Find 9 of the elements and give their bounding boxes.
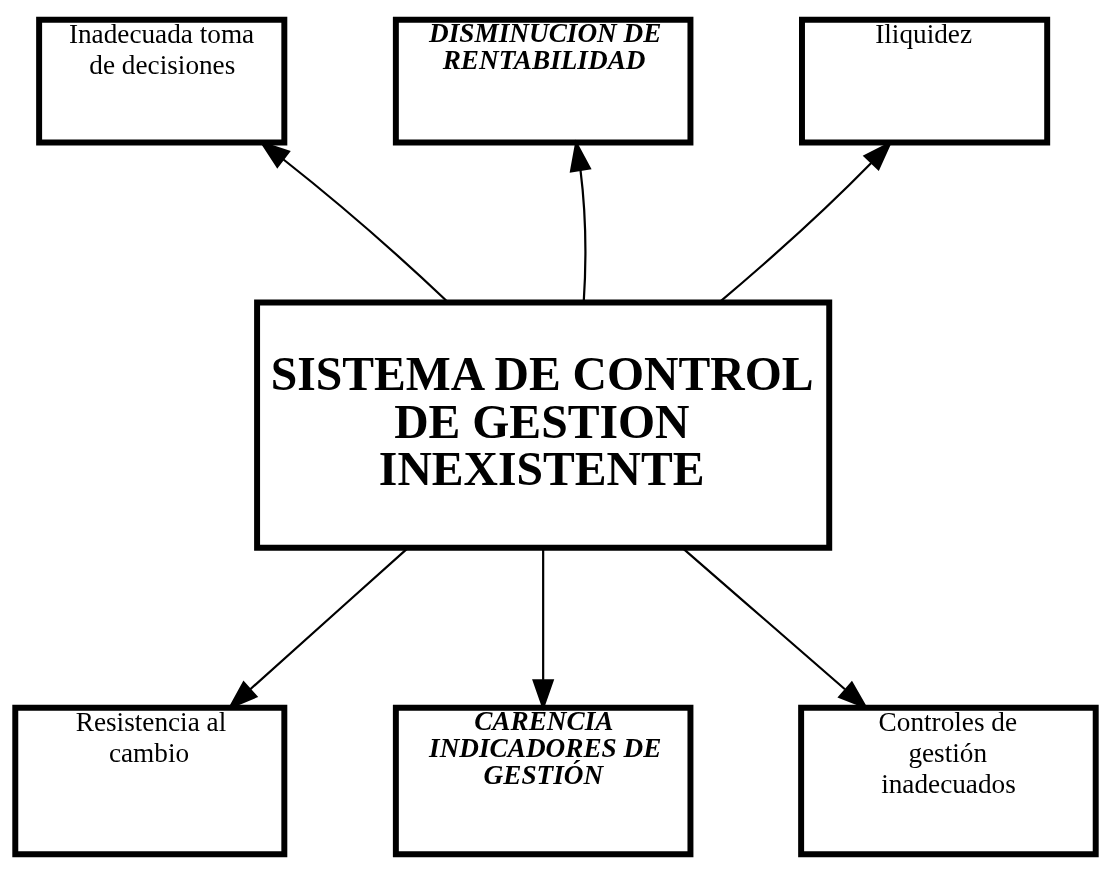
node-box: DISMINUCION DE RENTABILIDAD: [392, 16, 694, 145]
node-box: CARENCIA INDICADORES DE GESTIÓN: [392, 704, 694, 857]
arrow: [532, 547, 555, 711]
node-box: SISTEMA DE CONTROL DE GESTION INEXISTENTE: [254, 299, 833, 551]
node-box: Iliquidez: [799, 16, 1051, 145]
node-box: Inadecuada toma de decisiones: [36, 16, 288, 145]
node-box: Controles de gestión inadecuados: [798, 704, 1099, 857]
arrow: [569, 139, 592, 302]
node-box: Resistencia al cambio: [12, 704, 288, 857]
